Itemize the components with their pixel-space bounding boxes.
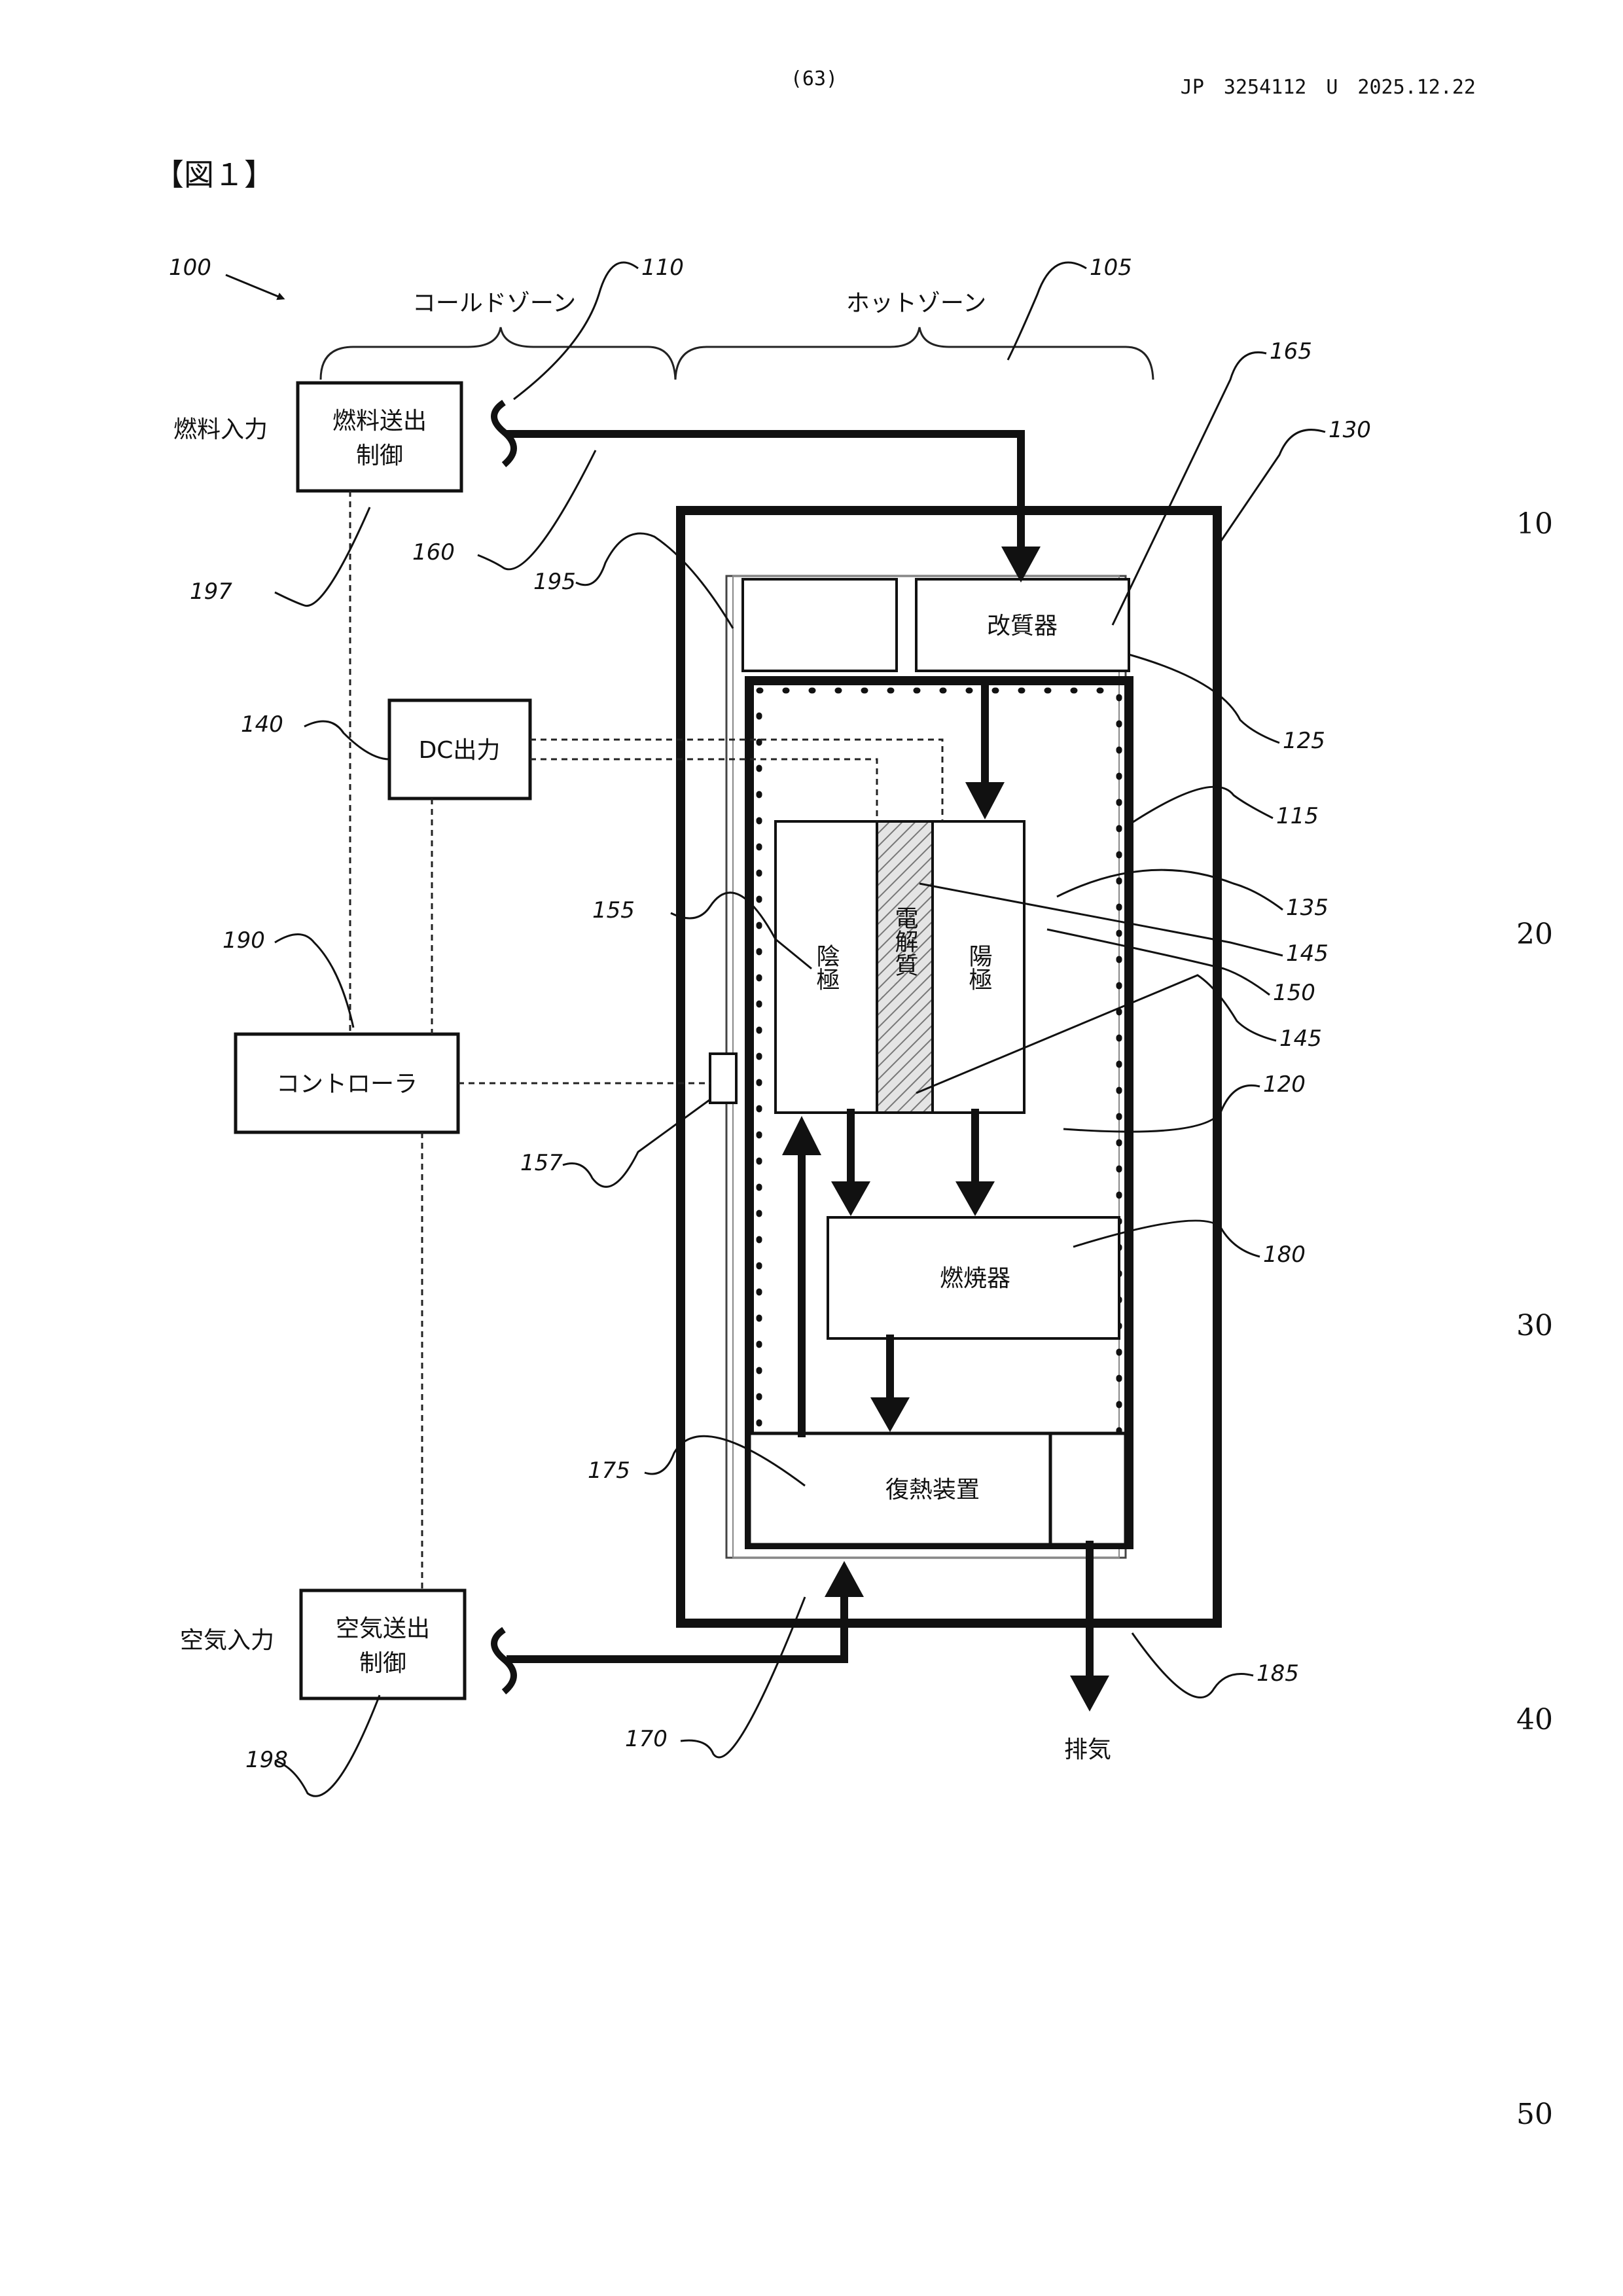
ref-110: 110: [641, 255, 684, 281]
ref-135: 135: [1286, 895, 1329, 921]
electrolyte-label: 電解質: [891, 906, 918, 977]
box-195: [743, 579, 897, 671]
ref-157: 157: [520, 1150, 563, 1176]
ref-185: 185: [1257, 1660, 1299, 1687]
ref-155: 155: [592, 897, 635, 924]
fuel-control-box: [298, 383, 461, 491]
recuperator-side-box: [1050, 1433, 1126, 1545]
ref-120: 120: [1263, 1071, 1306, 1098]
ref-198: 198: [245, 1747, 288, 1773]
patent-id: JP 3254112 U 2025.12.22: [1181, 76, 1476, 99]
ref-115: 115: [1276, 803, 1319, 829]
air-control-line1: 空気送出: [336, 1615, 430, 1642]
hot-zone-label: ホットゾーン: [846, 290, 986, 317]
ref-125: 125: [1283, 728, 1325, 754]
ref-160: 160: [412, 539, 455, 565]
reformer-label: 改質器: [987, 613, 1058, 639]
ref-180: 180: [1263, 1242, 1306, 1268]
combustor-label: 燃焼器: [940, 1265, 1010, 1292]
figure-title: 【図１】: [154, 157, 274, 192]
cathode-label: 陰極: [813, 944, 840, 991]
ref-170: 170: [625, 1726, 668, 1752]
ref-105: 105: [1090, 255, 1132, 281]
ref-145-a: 145: [1286, 941, 1329, 967]
ref-175: 175: [588, 1458, 630, 1484]
sensor-157: [710, 1054, 736, 1103]
fuel-control-line2: 制御: [356, 442, 403, 469]
ref-100: 100: [169, 255, 211, 281]
air-input-label: 空気入力: [180, 1627, 274, 1654]
fuel-input-label: 燃料入力: [173, 416, 268, 443]
air-control-line2: 制御: [359, 1650, 406, 1677]
line-number-10: 10: [1516, 507, 1553, 541]
line-number-30: 30: [1516, 1309, 1553, 1342]
cold-zone-brace: [321, 327, 675, 380]
ref-140: 140: [241, 711, 283, 738]
ref-100-arrow: [226, 275, 281, 298]
dc-output-label: DC出力: [419, 737, 501, 764]
cold-zone-label: コールドゾーン: [412, 290, 576, 317]
line-number-50: 50: [1516, 2098, 1553, 2131]
ref-130: 130: [1329, 417, 1371, 443]
page-number: (63): [791, 67, 838, 90]
anode-label: 陽極: [965, 944, 993, 991]
ref-150: 150: [1273, 980, 1315, 1006]
ref-145-b: 145: [1279, 1026, 1322, 1052]
ref-195: 195: [533, 569, 576, 595]
line-number-40: 40: [1516, 1703, 1553, 1736]
line-number-20: 20: [1516, 918, 1553, 951]
ref-190: 190: [223, 927, 265, 954]
ref-197: 197: [190, 579, 232, 605]
exhaust-label: 排気: [1064, 1736, 1111, 1763]
hot-zone-brace: [675, 327, 1153, 380]
controller-label: コントローラ: [276, 1071, 418, 1098]
ref-165: 165: [1270, 338, 1312, 365]
air-control-box: [301, 1590, 465, 1698]
recuperator-label: 復熱装置: [885, 1477, 980, 1503]
fuel-control-line1: 燃料送出: [332, 408, 427, 435]
